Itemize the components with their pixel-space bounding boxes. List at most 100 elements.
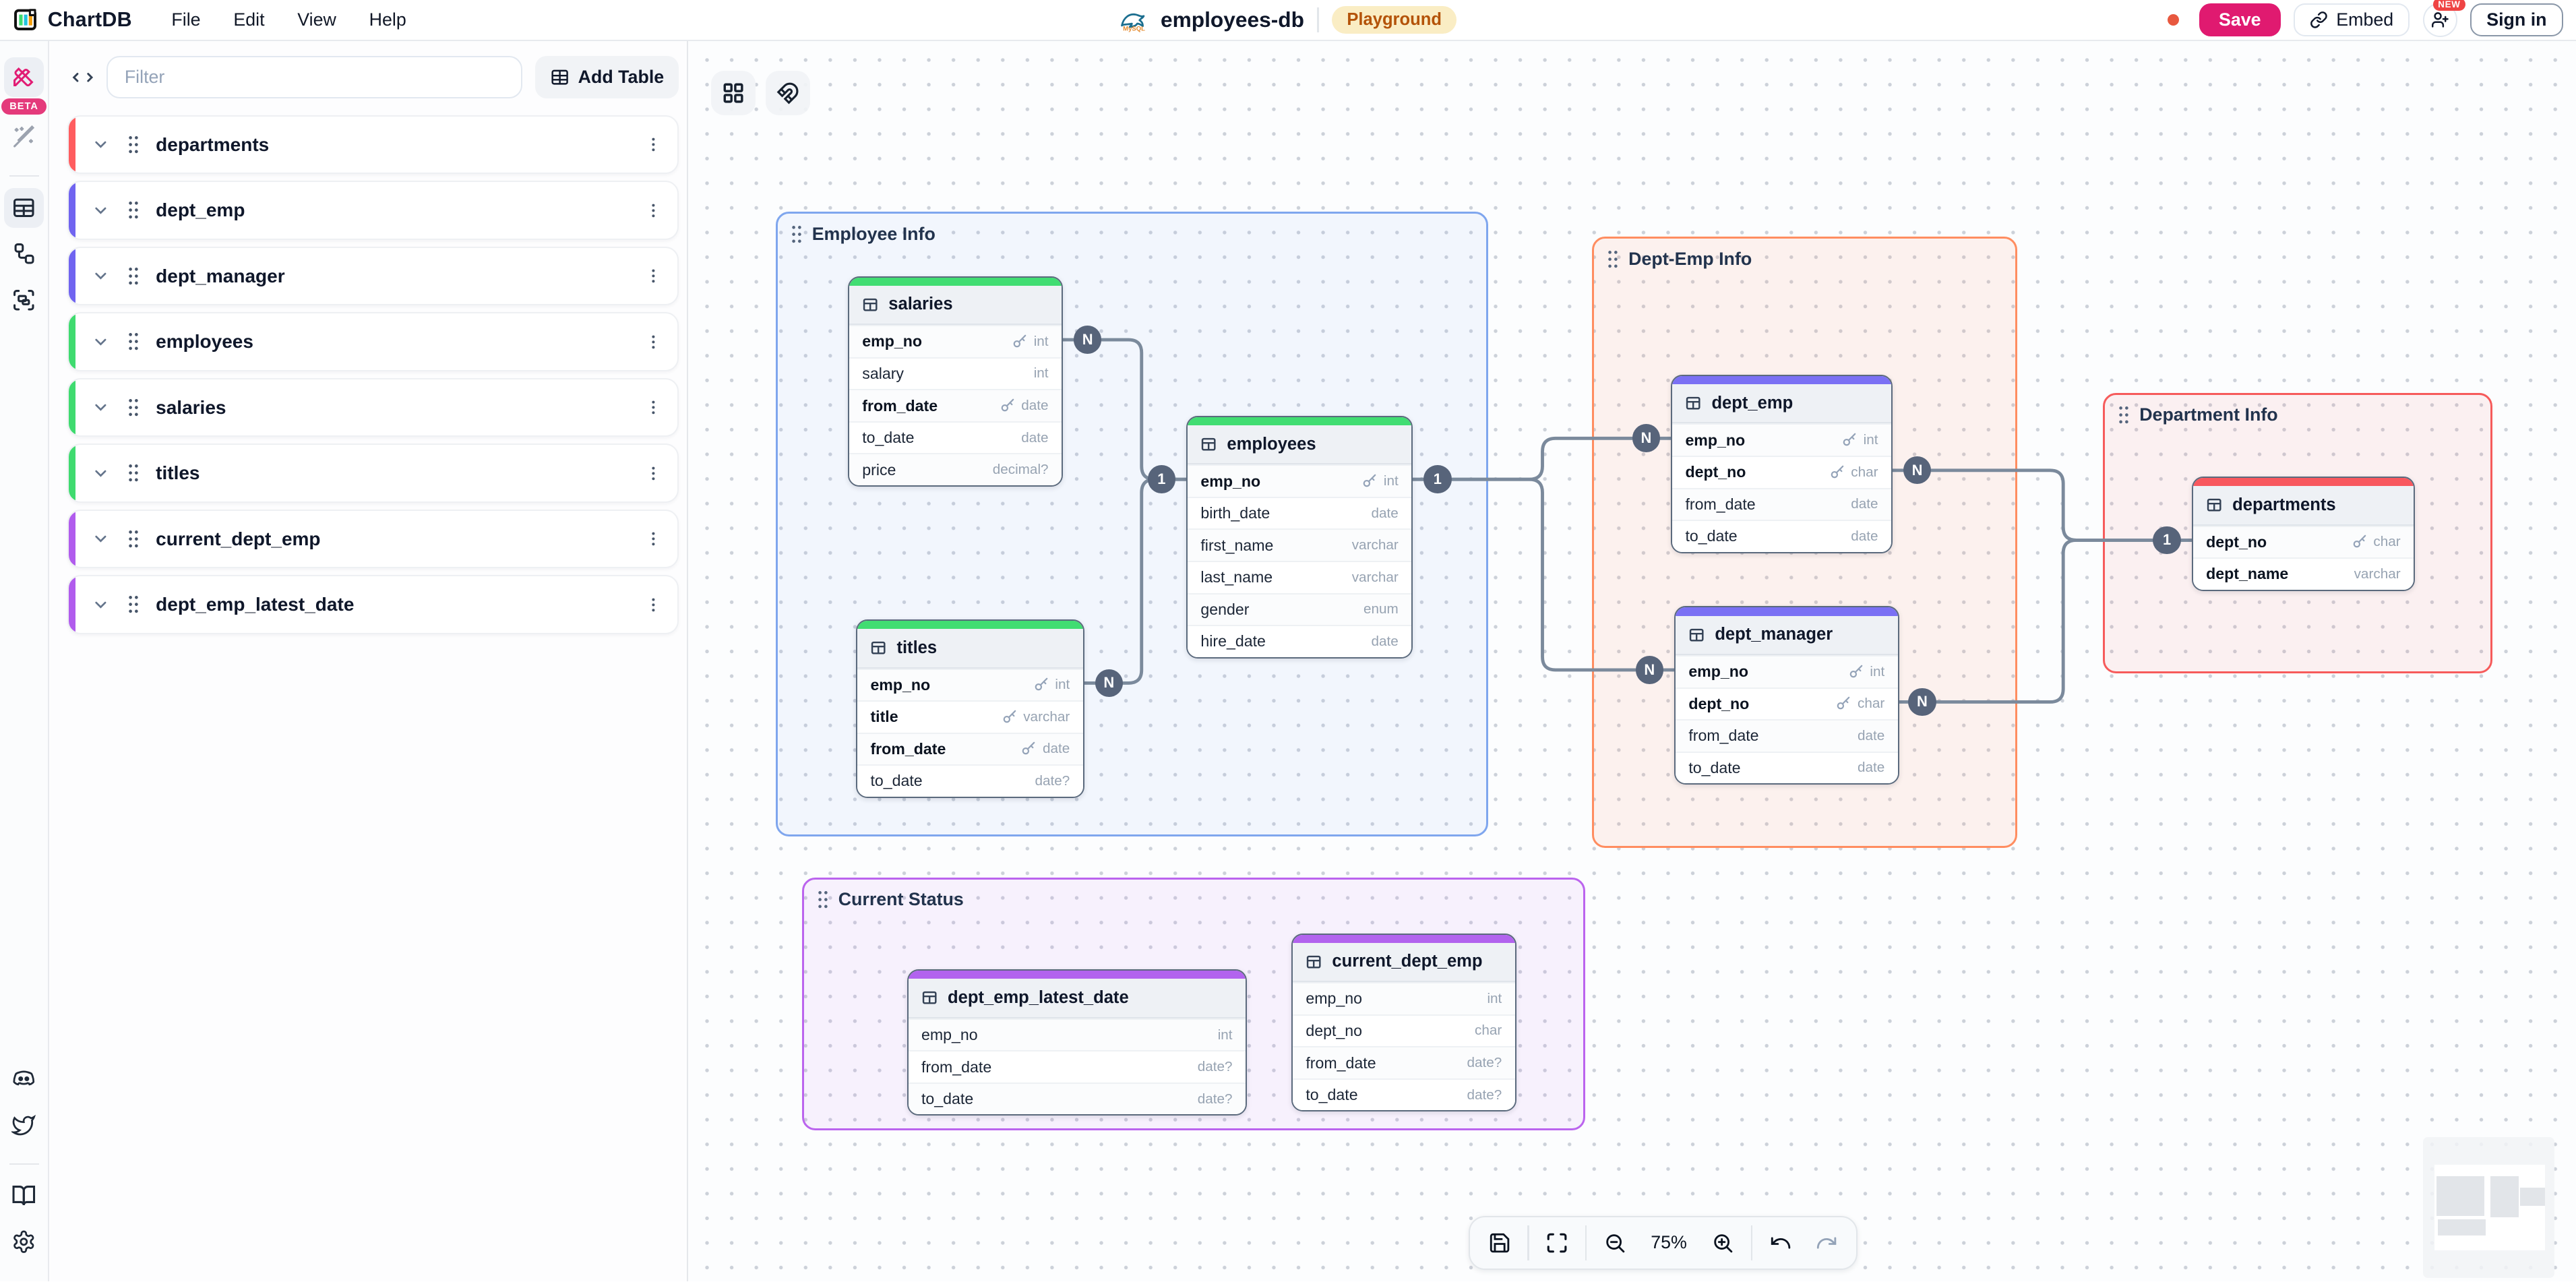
sign-in-button[interactable]: Sign in xyxy=(2470,3,2563,36)
magic-wand-button[interactable] xyxy=(4,117,44,157)
drag-handle-icon[interactable] xyxy=(789,224,804,244)
menu-help[interactable]: Help xyxy=(369,9,406,30)
drag-handle-icon[interactable] xyxy=(126,266,141,286)
areas-panel-button[interactable] xyxy=(4,280,44,320)
twitter-link-button[interactable] xyxy=(4,1105,44,1145)
table-header[interactable]: titles xyxy=(857,629,1083,669)
drag-handle-icon[interactable] xyxy=(126,594,141,614)
table-header[interactable]: dept_manager xyxy=(1675,615,1898,656)
zoom-in-button[interactable] xyxy=(1700,1221,1746,1265)
sidebar-table-current_dept_emp[interactable]: current_dept_emp xyxy=(67,509,679,569)
drag-handle-icon[interactable] xyxy=(2116,405,2131,425)
chevron-down-icon[interactable] xyxy=(92,202,110,220)
table-header[interactable]: current_dept_emp xyxy=(1292,942,1515,983)
code-view-toggle-icon[interactable] xyxy=(72,67,94,88)
discord-link-button[interactable] xyxy=(4,1060,44,1099)
relationships-panel-button[interactable] xyxy=(4,235,44,274)
fit-view-button[interactable] xyxy=(1534,1221,1580,1265)
ellipsis-menu-icon[interactable] xyxy=(644,464,663,483)
drag-handle-icon[interactable] xyxy=(816,890,830,909)
diagram-title[interactable]: employees-db xyxy=(1160,7,1304,32)
ellipsis-menu-icon[interactable] xyxy=(644,596,663,614)
save-diagram-button[interactable] xyxy=(1477,1221,1523,1265)
menu-file[interactable]: File xyxy=(171,9,201,30)
ellipsis-menu-icon[interactable] xyxy=(644,267,663,285)
chevron-down-icon[interactable] xyxy=(92,530,110,548)
table-header[interactable]: dept_emp xyxy=(1672,384,1891,424)
chevron-down-icon[interactable] xyxy=(92,333,110,351)
drag-handle-icon[interactable] xyxy=(126,332,141,351)
chevron-down-icon[interactable] xyxy=(92,135,110,154)
sidebar-table-dept_emp_latest_date[interactable]: dept_emp_latest_date xyxy=(67,575,679,634)
minimap[interactable] xyxy=(2423,1136,2555,1279)
save-button[interactable]: Save xyxy=(2199,3,2281,36)
sidebar-table-departments[interactable]: departments xyxy=(67,115,679,175)
sidebar-table-salaries[interactable]: salaries xyxy=(67,377,679,437)
drag-handle-icon[interactable] xyxy=(1605,249,1620,269)
layout-grid-button[interactable] xyxy=(711,70,756,115)
docs-button[interactable] xyxy=(4,1176,44,1216)
drag-handle-icon[interactable] xyxy=(126,200,141,220)
sidebar-table-dept_emp[interactable]: dept_emp xyxy=(67,181,679,240)
undo-button[interactable] xyxy=(1758,1221,1804,1265)
settings-button[interactable] xyxy=(4,1223,44,1262)
drag-handle-icon[interactable] xyxy=(126,398,141,417)
chevron-down-icon[interactable] xyxy=(92,267,110,285)
table-header[interactable]: employees xyxy=(1187,425,1412,465)
table-header[interactable]: dept_emp_latest_date xyxy=(908,979,1246,1018)
menu-view[interactable]: View xyxy=(297,9,336,30)
filter-input[interactable] xyxy=(106,55,522,99)
snap-magnet-button[interactable] xyxy=(765,70,810,115)
ellipsis-menu-icon[interactable] xyxy=(644,530,663,548)
menu-edit[interactable]: Edit xyxy=(233,9,265,30)
chevron-down-icon[interactable] xyxy=(92,596,110,614)
invite-user-button[interactable]: NEW xyxy=(2422,0,2465,38)
ellipsis-menu-icon[interactable] xyxy=(644,398,663,417)
drag-handle-icon[interactable] xyxy=(126,529,141,549)
ellipsis-menu-icon[interactable] xyxy=(644,135,663,154)
tables-panel-button[interactable] xyxy=(4,188,44,228)
table-header[interactable]: salaries xyxy=(849,285,1062,326)
table-header[interactable]: departments xyxy=(2192,486,2414,526)
zoom-out-button[interactable] xyxy=(1592,1221,1638,1265)
drag-handle-icon[interactable] xyxy=(126,463,141,483)
redo-button[interactable] xyxy=(1804,1221,1849,1265)
chevron-down-icon[interactable] xyxy=(92,398,110,417)
add-table-button[interactable]: Add Table xyxy=(535,55,679,99)
zoom-level[interactable]: 75% xyxy=(1651,1232,1687,1253)
